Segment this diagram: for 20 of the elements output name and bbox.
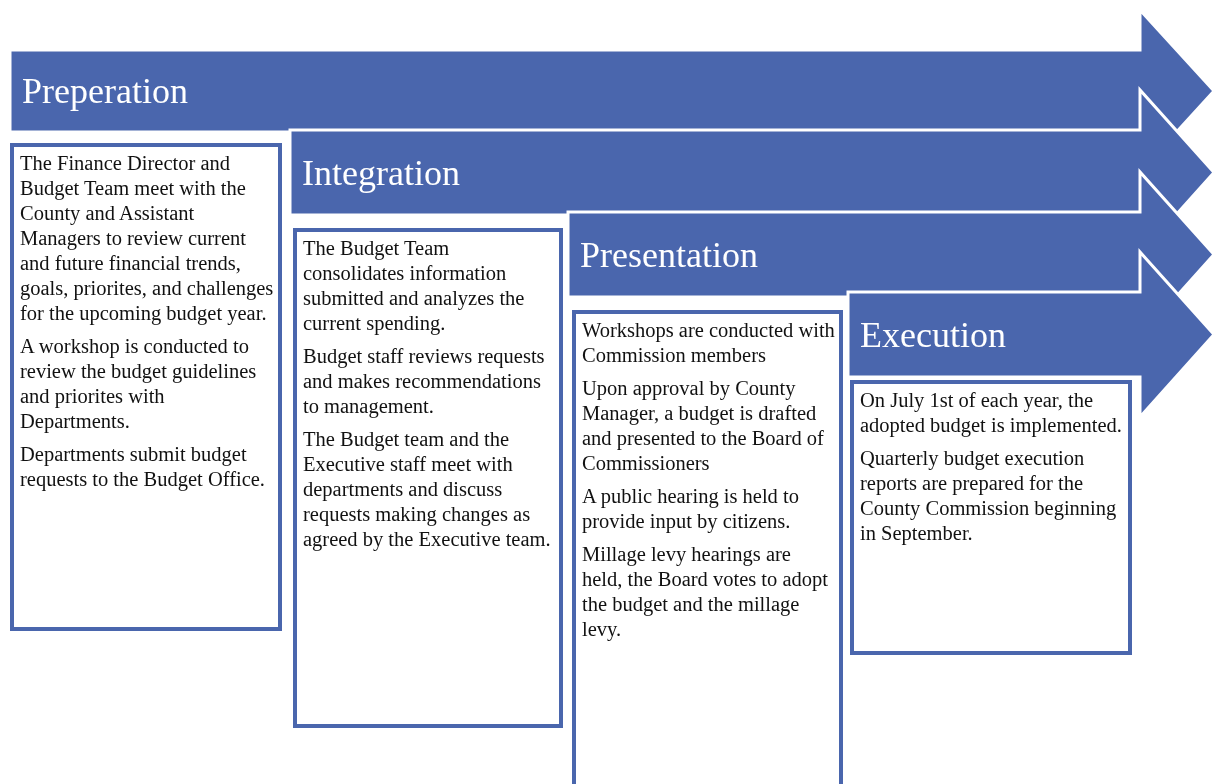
text-box [293,228,563,728]
step-description: Workshops are conducted with Commission members [582,318,835,368]
step-description: The Finance Director and Budget Team meet with the County and Assistant Managers to review current and future financial trends, goals, priorites, and challenges for the upcoming budget year. [20,151,274,326]
stage-title: Execution [860,313,1006,356]
stage-title: Integration [302,151,460,194]
text-box [572,310,843,784]
text-box [850,380,1132,655]
step-description: Budget staff reviews requests and makes recommendations to management. [303,344,546,419]
stage-title: Presentation [580,233,758,276]
stage-title: Preperation [22,70,188,112]
step-description: A public hearing is held to provide input by citizens. [582,484,800,534]
text-box [10,143,282,631]
step-description: On July 1st of each year, the adopted budget is implemented. [860,388,1123,438]
step-description: Upon approval by County Manager, a budget is drafted and presented to the Board of Commissioners [582,376,825,476]
step-description: Departments submit budget requests to the Budget Office. [20,442,266,492]
step-description: The Budget team and the Executive staff meet with departments and discuss requests making changes as agreed by the Executive team. [303,427,552,552]
step-description: Quarterly budget execution reports are prepared for the County Commission beginning in September. [860,446,1118,546]
step-description: The Budget Team consolidates information submitted and analyzes the current spending. [303,236,526,336]
step-description: Millage levy hearings are held, the Board votes to adopt the budget and the millage levy. [582,542,829,642]
step-description: A workshop is conducted to review the budget guidelines and priorites with Departments. [20,334,258,434]
